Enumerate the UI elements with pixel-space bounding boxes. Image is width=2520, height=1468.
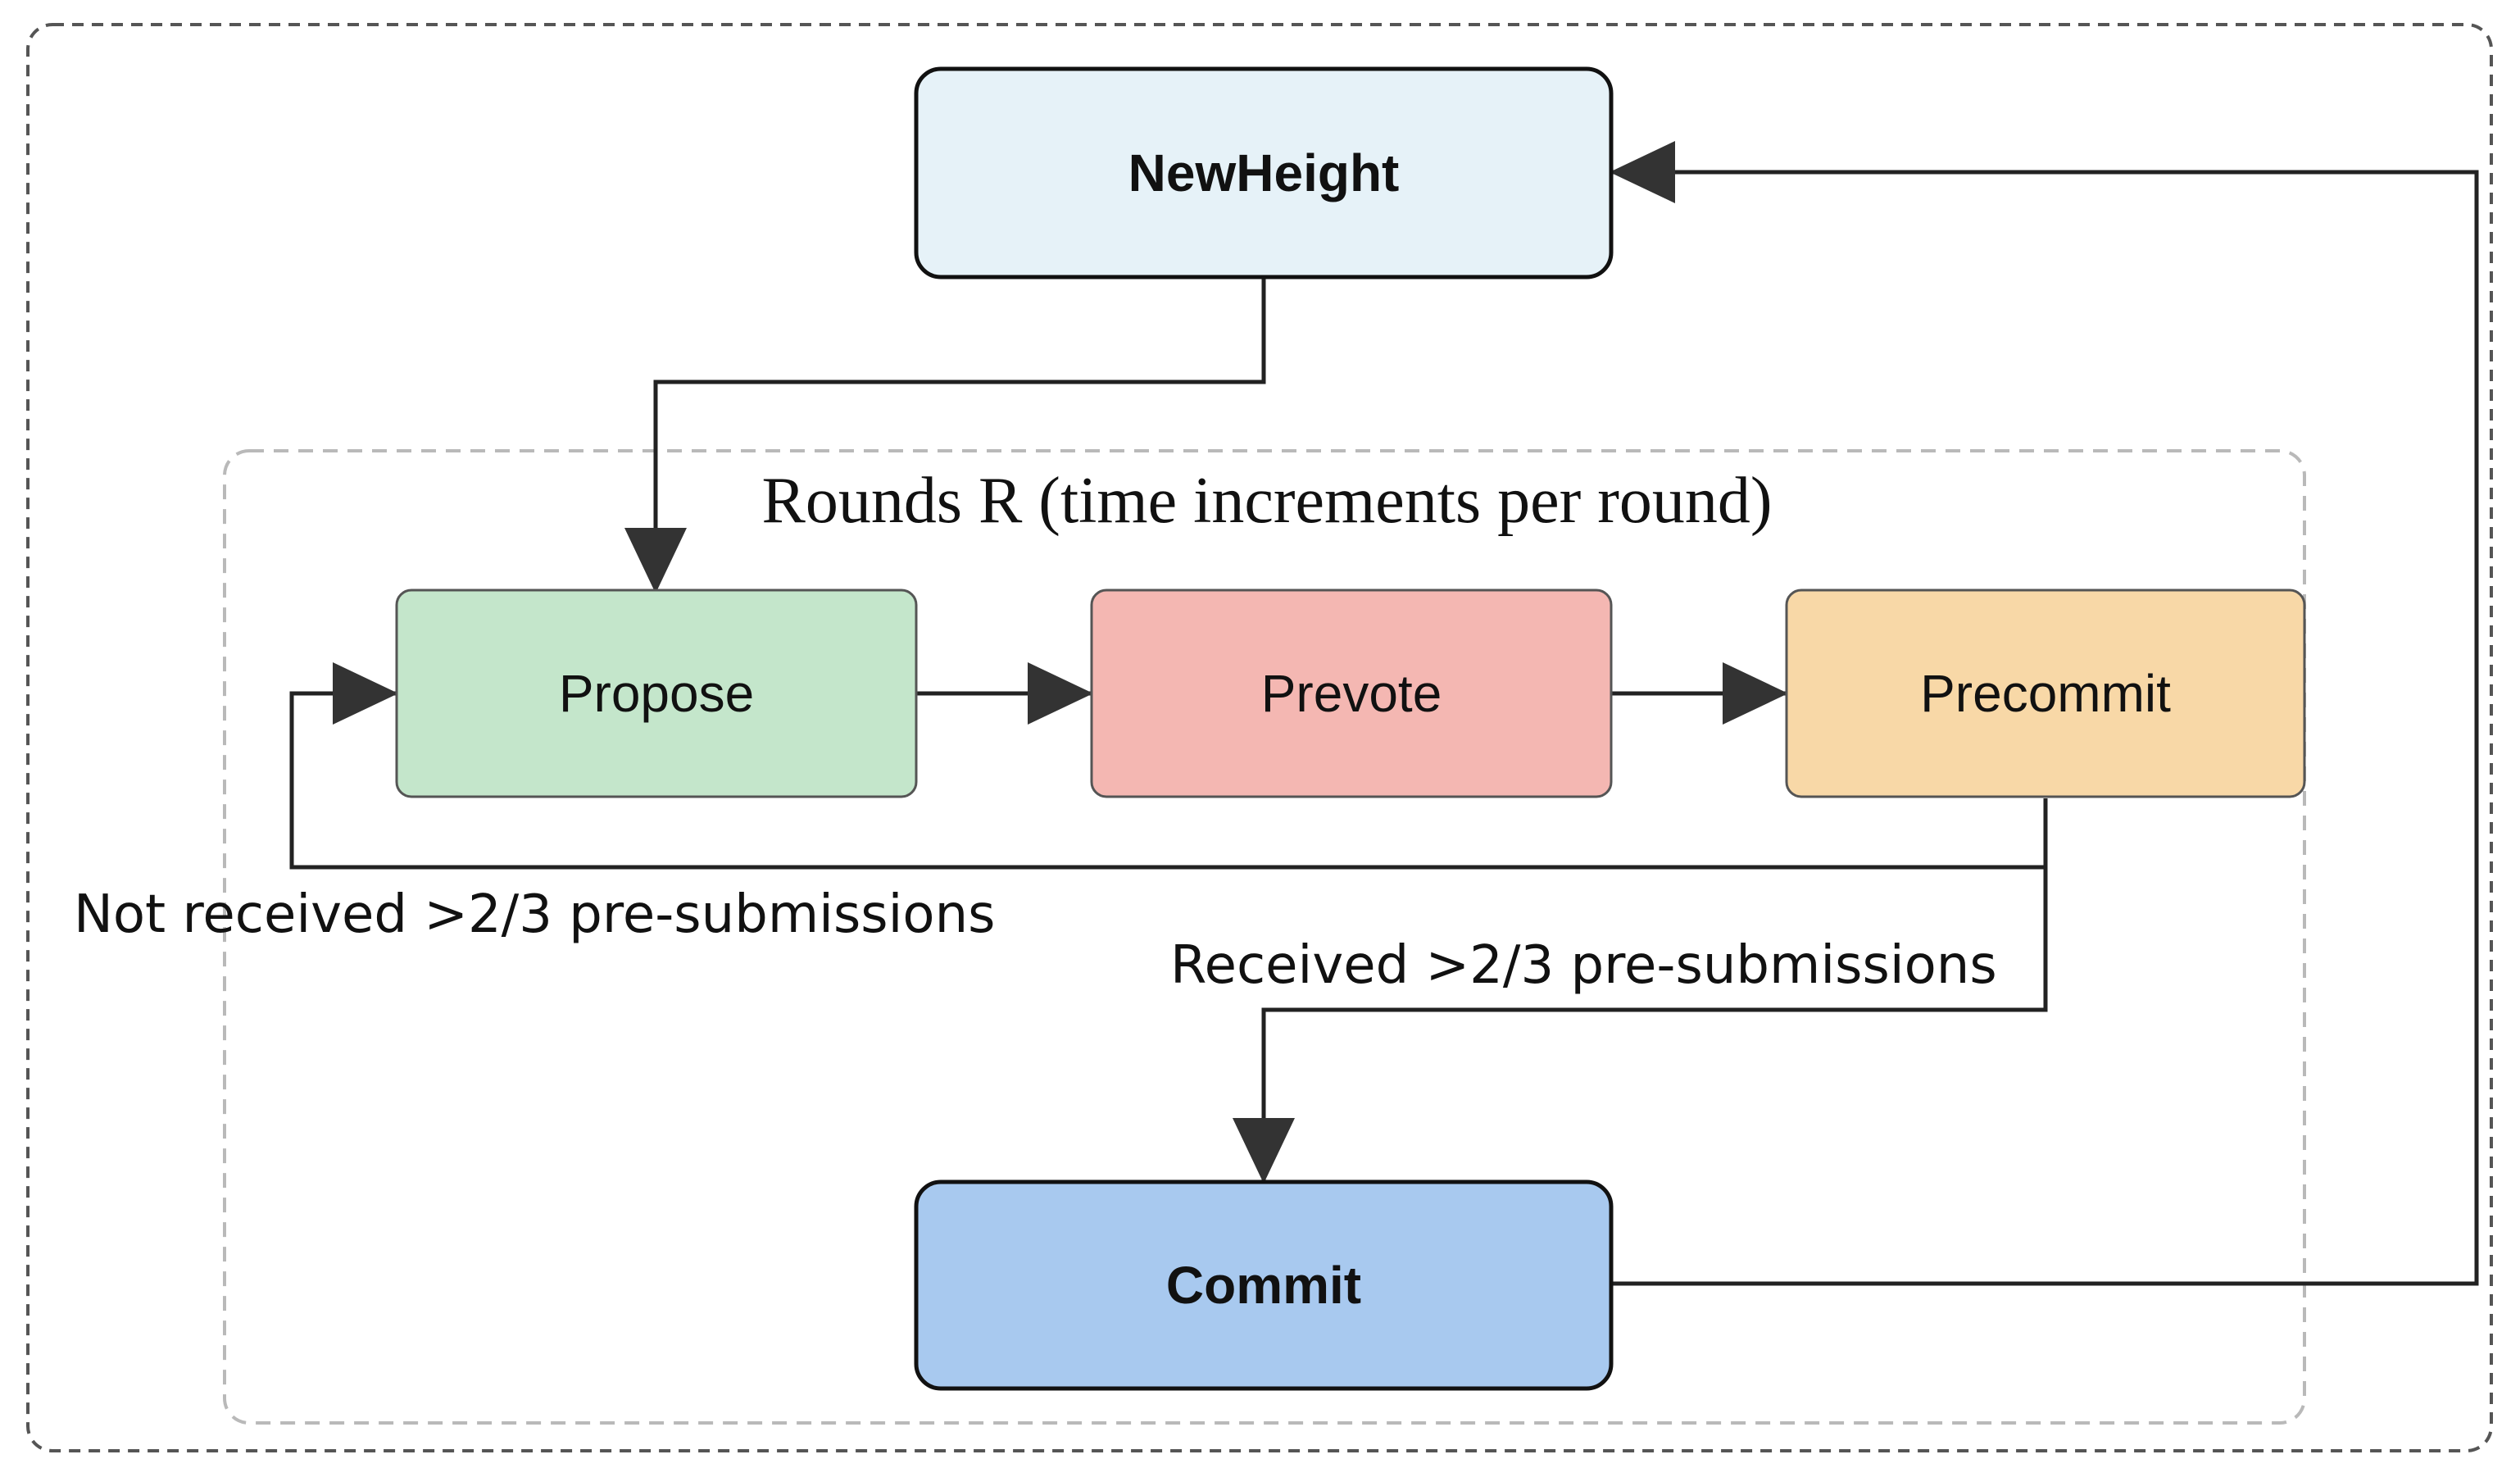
node-propose: Propose	[395, 589, 918, 798]
node-commit: Commit	[914, 1179, 1614, 1391]
node-precommit-label: Precommit	[1920, 664, 2171, 723]
node-precommit: Precommit	[1785, 589, 2306, 798]
node-precommit-box	[1785, 589, 2306, 798]
edge-label-not-received: Not received >2/3 pre-submissions	[74, 884, 995, 945]
edge-commit-to-newheight	[1610, 141, 2479, 1286]
edge-precommit-to-commit	[1233, 867, 2048, 1184]
rounds-group	[223, 449, 2306, 1425]
edge-precommit-to-propose-loop	[289, 662, 2048, 870]
node-prevote-box	[1090, 589, 1613, 798]
outer-frame	[26, 23, 2493, 1452]
node-commit-label: Commit	[1166, 1256, 1361, 1315]
node-propose-box	[395, 589, 918, 798]
node-prevote: Prevote	[1090, 589, 1613, 798]
node-prevote-label: Prevote	[1261, 664, 1442, 723]
node-commit-box	[914, 1179, 1614, 1391]
node-propose-label: Propose	[559, 664, 754, 723]
edge-newheight-to-propose	[624, 279, 1266, 593]
node-newheight: NewHeight	[914, 66, 1614, 280]
rounds-group-label: Rounds R (time increments per round)	[761, 465, 1772, 537]
node-newheight-box	[914, 66, 1614, 280]
node-newheight-label: NewHeight	[1128, 143, 1400, 202]
edge-label-received: Received >2/3 pre-submissions	[1170, 935, 1997, 996]
